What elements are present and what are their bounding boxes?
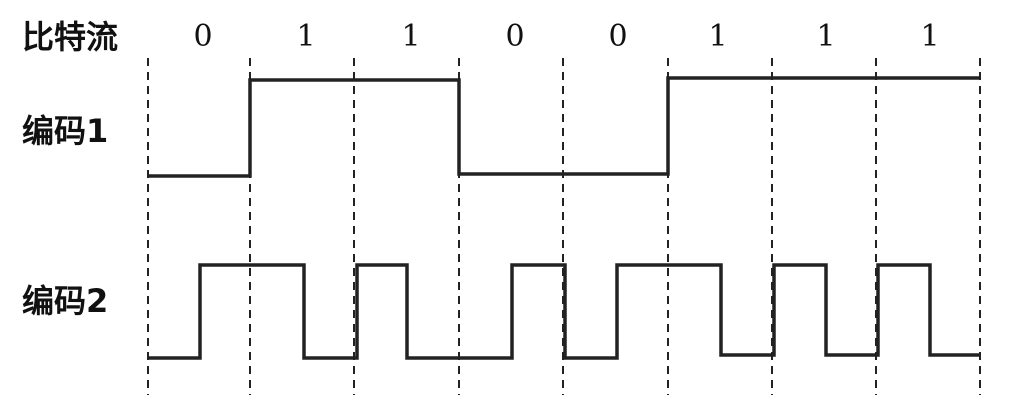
encoding1-label: 编码1 xyxy=(22,112,108,150)
bit-label: 1 xyxy=(708,19,727,54)
bit-label: 0 xyxy=(193,19,212,54)
bit-label: 1 xyxy=(920,19,939,54)
bit-label: 1 xyxy=(401,19,420,54)
bitstream-label: 比特流 xyxy=(22,18,118,56)
bit-label: 1 xyxy=(296,19,315,54)
encoding2-waveform xyxy=(148,263,980,360)
encoding1-waveform xyxy=(148,76,980,178)
bit-label: 0 xyxy=(505,19,524,54)
bit-label: 0 xyxy=(608,19,627,54)
bit-labels: 0 1 1 0 0 1 1 1 xyxy=(193,19,939,54)
encoding2-label: 编码2 xyxy=(22,282,108,320)
bit-label: 1 xyxy=(816,19,835,54)
